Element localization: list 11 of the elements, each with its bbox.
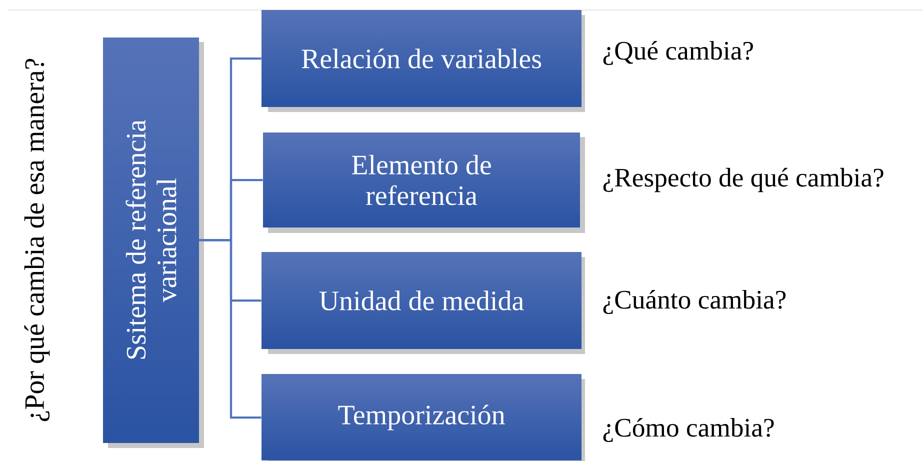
question-text: ¿Cómo cambia?	[603, 418, 774, 442]
question-text: ¿Respecto de qué cambia?	[603, 168, 884, 192]
question-text: ¿Por qué cambia de esa manera?	[24, 58, 50, 422]
process-box: Elemento de referencia	[263, 132, 585, 233]
process-box: Unidad de medida	[262, 252, 585, 354]
question-text: ¿Cuánto cambia?	[603, 290, 786, 314]
process-box: Temporización	[262, 374, 585, 461]
connector-line	[199, 238, 262, 419]
process-box: Relación de variables	[262, 10, 585, 112]
process-box: Ssitema de referencia variacional	[103, 37, 204, 448]
question-text: ¿Qué cambia?	[603, 40, 753, 66]
